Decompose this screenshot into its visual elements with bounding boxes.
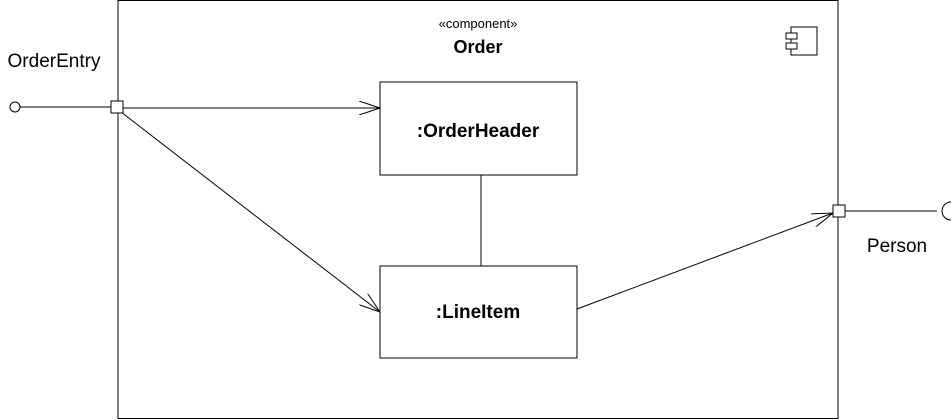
part-order-header[interactable]: :OrderHeader <box>379 81 578 176</box>
port-person[interactable] <box>832 204 846 218</box>
port-person-label: Person <box>867 236 927 257</box>
part-line-item-label: :LineItem <box>436 302 520 323</box>
component-stereotype: «component» <box>439 16 518 31</box>
port-order-entry[interactable] <box>110 100 124 114</box>
component-name: Order <box>453 37 502 57</box>
delegation-to-line-item <box>120 111 380 312</box>
port-order-entry-label: OrderEntry <box>8 51 101 72</box>
component-icon <box>785 26 818 56</box>
provided-interface-icon[interactable] <box>9 101 21 113</box>
part-order-header-label: :OrderHeader <box>417 121 540 142</box>
delegation-to-person-port <box>576 213 833 310</box>
part-line-item[interactable]: :LineItem <box>379 265 578 359</box>
required-interface-socket-icon[interactable] <box>941 201 951 221</box>
